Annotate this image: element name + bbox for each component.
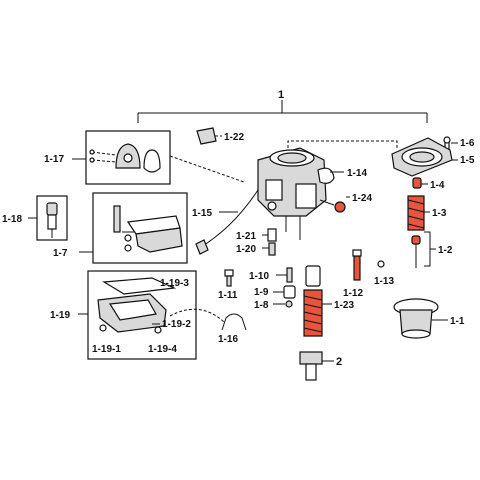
label-1-12: 1-12 [343, 288, 363, 299]
label-2: 2 [336, 356, 342, 368]
part-1-11 [224, 269, 234, 287]
label-1-24: 1-24 [352, 193, 372, 204]
label-1-5: 1-5 [460, 155, 475, 166]
label-1-21: 1-21 [236, 231, 256, 242]
label-1-1: 1-1 [450, 316, 465, 327]
label-1-8: 1-8 [254, 300, 269, 311]
part-1-1 [393, 298, 439, 339]
label-1-19: 1-19 [50, 310, 70, 321]
part-1-23 [303, 265, 323, 337]
label-1-19-1: 1-19-1 [92, 344, 121, 355]
part-1-8 [285, 300, 293, 308]
part-carburetor-body [257, 147, 335, 240]
part-top-cover [89, 143, 161, 173]
label-1-7: 1-7 [53, 248, 68, 259]
part-1-7 [113, 205, 183, 253]
label-1-22: 1-22 [224, 132, 244, 143]
box-1-19 [87, 270, 197, 360]
part-2 [299, 351, 323, 381]
part-1-10 [286, 267, 293, 283]
label-1-19-2: 1-19-2 [162, 319, 191, 330]
part-1-9 [283, 285, 296, 299]
part-1-24 [319, 199, 346, 213]
label-1-18: 1-18 [2, 214, 22, 225]
part-1-12 [352, 249, 362, 281]
part-1-22 [196, 127, 217, 145]
label-1-4: 1-4 [430, 180, 445, 191]
part-1-18 [46, 202, 58, 238]
label-1-3: 1-3 [432, 208, 447, 219]
label-1-16: 1-16 [218, 334, 238, 345]
label-1-15: 1-15 [192, 208, 212, 219]
part-1-16 [221, 313, 247, 331]
part-1-2 [411, 235, 421, 268]
label-1-13: 1-13 [374, 276, 394, 287]
box-1-7 [92, 192, 188, 264]
part-1-5 [391, 137, 453, 177]
part-1-13 [377, 260, 385, 268]
part-1-20 [268, 242, 276, 256]
assembly-bracket [137, 100, 428, 123]
label-1-10: 1-10 [249, 271, 269, 282]
label-1-17: 1-17 [44, 154, 64, 165]
label-1-19-3: 1-19-3 [160, 278, 189, 289]
label-1-6: 1-6 [460, 138, 475, 149]
part-1-21 [267, 228, 277, 242]
part-1-3 [407, 195, 425, 231]
label-1-11: 1-11 [218, 290, 238, 301]
label-1-2: 1-2 [438, 245, 453, 256]
label-1-14: 1-14 [347, 168, 367, 179]
label-1: 1 [278, 89, 284, 101]
label-1-19-4: 1-19-4 [148, 344, 177, 355]
part-1-19 [97, 277, 225, 334]
part-1-4 [412, 177, 422, 189]
label-1-20: 1-20 [236, 244, 256, 255]
label-1-9: 1-9 [254, 287, 269, 298]
box-1-17 [85, 130, 171, 185]
label-1-23: 1-23 [334, 300, 354, 311]
